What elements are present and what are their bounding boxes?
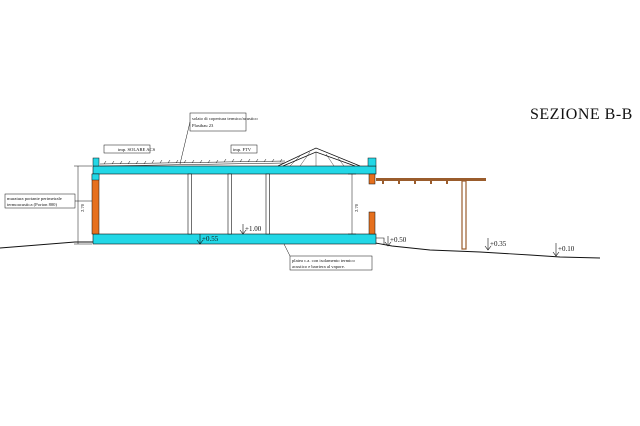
gable-roof-truss	[289, 151, 345, 167]
level-terrace-label: +0.50	[390, 236, 407, 244]
solar-acs-note: imp. SOLARE ACS	[118, 147, 156, 152]
level-marker-ground-a	[484, 238, 492, 251]
level-marker-floor	[196, 234, 204, 245]
level-marker-ground-b	[552, 243, 560, 257]
pergola-beam	[376, 178, 486, 181]
right-parapet	[367, 157, 377, 167]
level-marker-inner	[239, 224, 247, 235]
gable-roof	[277, 147, 361, 167]
ftv-note: imp. FTV	[233, 147, 252, 152]
column	[187, 173, 192, 235]
roof-slab-note-line1: solaio di copertura termico/acustico	[192, 116, 258, 121]
solar-panels	[99, 158, 286, 167]
slab-note-line1: platea c.a. con isolamento termico	[292, 258, 355, 263]
level-ground-b-label: +0.10	[558, 245, 575, 253]
inner-height-label: 2.70	[354, 203, 359, 212]
right-wall-lower	[368, 211, 376, 235]
wall-note-line2: termoacustica (Porton 800)	[7, 202, 57, 207]
column	[265, 173, 270, 235]
pergola-post	[461, 180, 467, 250]
interior-columns	[187, 173, 270, 235]
solar-acs-callout	[103, 144, 151, 154]
pergola	[376, 178, 486, 250]
level-inner-label: +1.00	[245, 225, 262, 233]
level-floor-label: +0.55	[202, 235, 219, 243]
left-wall-base	[91, 173, 100, 181]
left-parapet	[92, 157, 100, 167]
level-ground-a-label: +0.35	[490, 240, 507, 248]
roof-slab-note-line2: Plastbau 23	[192, 123, 214, 128]
roof-slab-callout	[179, 112, 247, 165]
ftv-callout	[230, 144, 258, 154]
left-height-dimension	[74, 165, 92, 245]
slab-callout	[283, 243, 373, 271]
level-marker-terrace	[384, 236, 392, 247]
inner-height-dimension	[348, 173, 356, 235]
slab-note-line2: acustico e barriera al vapore.	[292, 264, 345, 269]
ground-line	[0, 241, 601, 259]
left-perimeter-wall	[91, 173, 100, 235]
wall-callout	[4, 193, 92, 209]
right-wall-upper	[368, 173, 376, 185]
roof-slab	[92, 165, 377, 175]
column	[227, 173, 232, 235]
wall-note-line1: muratura portante perimetrale	[7, 196, 62, 201]
foundation-slab	[92, 233, 377, 245]
left-height-label: 2.70	[80, 203, 85, 212]
terrace-step	[376, 237, 385, 244]
section-title: SEZIONE B-B	[530, 106, 633, 123]
